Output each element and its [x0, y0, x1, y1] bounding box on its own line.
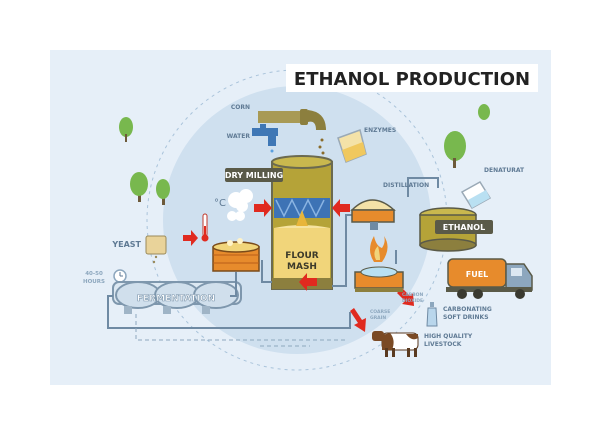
distillation-label: DISTILLATION — [383, 182, 429, 189]
fuel-label: FUEL — [466, 270, 489, 279]
soft-drink-bottle-icon — [426, 302, 438, 327]
coarse-label: COARSE — [370, 309, 390, 315]
carbonating-label: CARBONATING — [443, 306, 492, 313]
grain-label: GRAIN — [370, 315, 386, 321]
enzymes-label: ENZYMES — [364, 127, 396, 134]
corn-pipe — [258, 109, 326, 161]
yeast-label: YEAST — [111, 240, 141, 249]
boiler — [354, 266, 404, 292]
arrow-out-mash — [299, 273, 317, 291]
denaturat-label: DENATURAT — [484, 167, 525, 174]
page-title: ETHANOL PRODUCTION — [294, 69, 530, 90]
hours-label: HOURS — [83, 279, 105, 285]
main-tank — [271, 155, 333, 290]
carbon-label: CARBON — [402, 292, 424, 298]
flour-label: FLOUR — [285, 251, 319, 261]
water-tap-icon — [252, 124, 278, 153]
soft-drinks-label: SOFT DRINKS — [443, 314, 489, 321]
cow-icon — [372, 331, 419, 357]
enzymes-beaker-icon — [337, 129, 367, 163]
fermentation-tanks — [112, 281, 242, 314]
livestock-label: LIVESTOCK — [424, 341, 462, 348]
ethanol-label: ETHANOL — [443, 223, 485, 232]
thermometer-icon — [201, 213, 209, 242]
dashed-flow-lines — [135, 314, 346, 347]
trees-left — [119, 117, 170, 205]
corn-label: CORN — [231, 104, 250, 111]
hours-range-label: 40-50 — [85, 271, 103, 277]
title-box — [286, 64, 538, 92]
steam-cloud-icon — [227, 189, 253, 221]
flame-icon — [370, 236, 388, 262]
dioxide-label: DIOXIDE — [402, 298, 423, 304]
arrow-carbon-dioxide — [397, 288, 414, 306]
fuel-truck-icon — [446, 258, 533, 299]
arrow-in-right — [332, 199, 350, 217]
cooker-tub — [212, 238, 260, 272]
ethanol-tag — [435, 220, 493, 234]
distillation-column — [350, 199, 396, 230]
ethanol-process-diagram: ETHANOL PRODUCTION CORN WATER ENZYMES — [50, 50, 551, 385]
arrow-coarse-grain — [350, 308, 366, 332]
dry-milling-label: DRY MILLING — [225, 171, 283, 180]
diagram-panel: ETHANOL PRODUCTION CORN WATER ENZYMES — [50, 50, 551, 385]
water-label: WATER — [227, 133, 251, 140]
yeast-bag-icon — [145, 235, 167, 264]
fermentation-label: FERMENTATION — [137, 294, 215, 304]
dry-milling-tag — [225, 168, 283, 182]
arrow-to-cooker — [183, 230, 198, 246]
clock-icon — [113, 269, 127, 283]
trees-right — [444, 104, 490, 168]
arrow-in-left — [254, 199, 272, 217]
temperature-unit: °C — [214, 198, 226, 209]
mash-label: MASH — [287, 262, 317, 272]
denaturat-beaker-icon — [460, 180, 492, 210]
high-quality-label: HIGH QUALITY — [424, 333, 473, 340]
